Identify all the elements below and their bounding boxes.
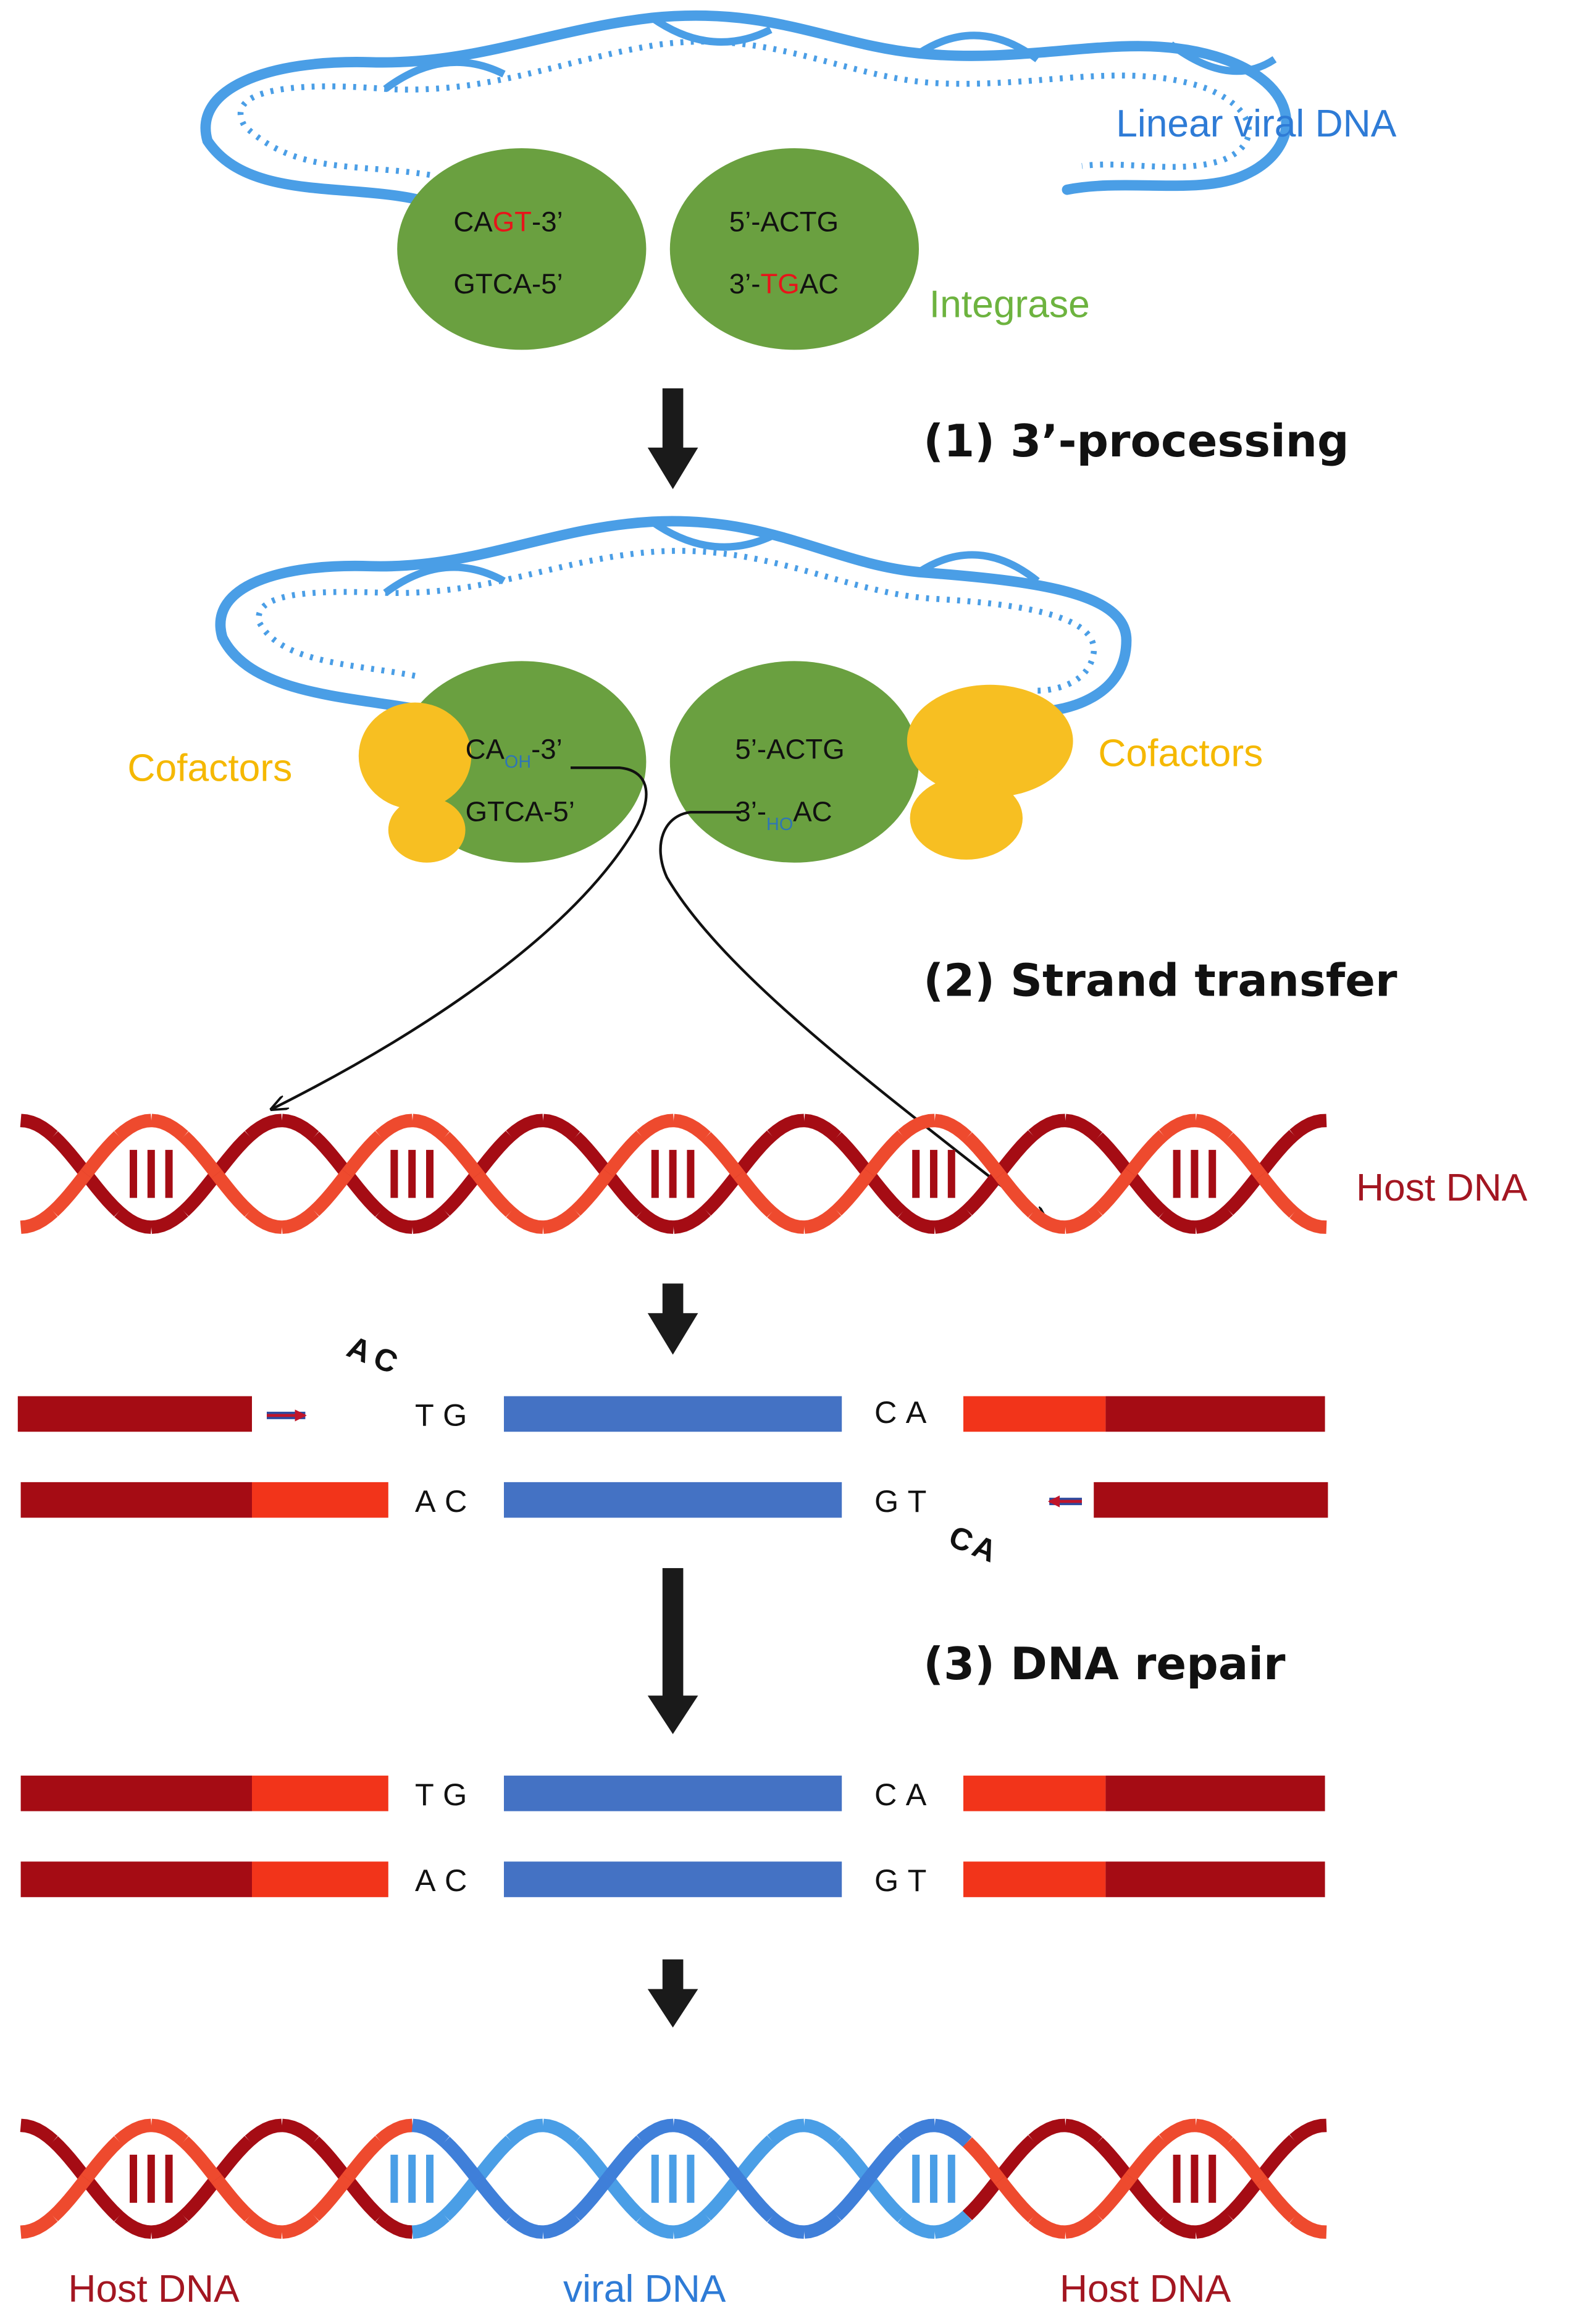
intermediate-strands <box>17 1396 1328 1518</box>
step-dna-repair-label: (3) DNA repair <box>923 1638 1286 1690</box>
ac-bottom-label: AC <box>415 1483 476 1519</box>
integrase-label: Integrase <box>929 283 1090 326</box>
viral-dna-loop-1 <box>200 10 1292 213</box>
down-arrow-2 <box>647 1283 698 1355</box>
host-dna-bottom-left-label: Host DNA <box>68 2268 240 2310</box>
stage2-right-top-strand: 5’-ACTG <box>735 734 844 765</box>
integrase-right-1 <box>669 148 919 350</box>
strand-transfer-arrow-right <box>659 810 1047 1221</box>
stage1-left-top-strand: CAGT-3’ <box>453 206 563 237</box>
tg-top-label: TG <box>415 1398 476 1433</box>
cleaved-dinucleotide-bottom: CA <box>944 1519 1005 1571</box>
repaired-strands <box>20 1776 1325 1897</box>
stage1-right-top-strand: 5’-ACTG <box>729 206 839 237</box>
stage2-right-bottom-strand: 3’-HOAC <box>735 796 832 834</box>
step-3-processing-label: (1) 3’-processing <box>923 415 1349 467</box>
integrase-left-1 <box>397 148 647 350</box>
integrated-dna-helix <box>20 2118 1327 2239</box>
viral-dna-loop-2 <box>215 516 1132 717</box>
repaired-ac-bottom-label: AC <box>415 1863 476 1898</box>
step-strand-transfer-label: (2) Strand transfer <box>923 955 1397 1007</box>
strand-transfer-arrow-left <box>273 766 648 1109</box>
repaired-ca-top-label: CA <box>874 1777 936 1812</box>
cofactors-right-label: Cofactors <box>1098 732 1263 775</box>
down-arrow-3 <box>647 1568 698 1734</box>
linear-viral-dna-label: Linear viral DNA <box>1116 103 1397 145</box>
down-arrow-1 <box>647 388 698 489</box>
repaired-tg-top-label: TG <box>415 1777 476 1812</box>
stage1-left-bottom-strand: GTCA-5’ <box>453 268 563 300</box>
cofactor-left <box>358 702 472 863</box>
stage1-right-bottom-strand: 3’-TGAC <box>729 268 839 300</box>
ca-top-label: CA <box>874 1395 936 1430</box>
stage2-left-bottom-strand: GTCA-5’ <box>466 796 575 828</box>
integrase-left-2 <box>397 661 647 863</box>
cleaved-dinucleotide-top: AC <box>342 1328 408 1382</box>
host-dna-label: Host DNA <box>1356 1167 1528 1209</box>
gt-bottom-label: GT <box>874 1483 936 1519</box>
stage2-left-top-strand: CAOH-3’ <box>466 734 563 772</box>
down-arrow-4 <box>647 1959 698 2028</box>
cofactor-right <box>907 684 1073 860</box>
cofactors-left-label: Cofactors <box>127 747 292 790</box>
repaired-gt-bottom-label: GT <box>874 1863 936 1898</box>
host-dna-helix <box>20 1114 1327 1234</box>
viral-dna-bottom-label: viral DNA <box>563 2268 726 2310</box>
host-dna-bottom-right-label: Host DNA <box>1060 2268 1231 2310</box>
